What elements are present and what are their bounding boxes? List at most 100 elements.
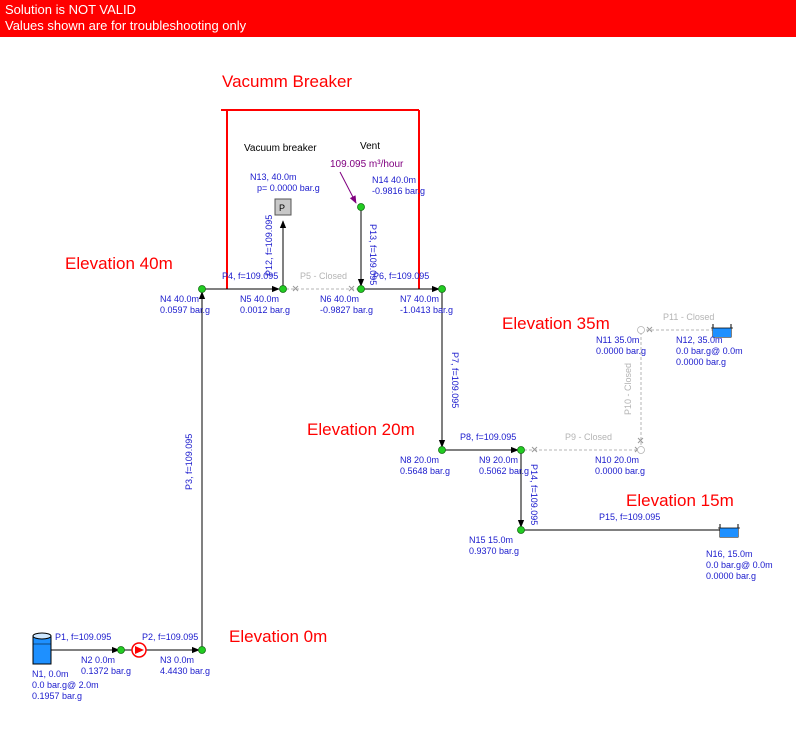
pipe-label-p2: P2, f=109.095 bbox=[142, 632, 198, 642]
svg-text:-0.9816 bar.g: -0.9816 bar.g bbox=[372, 186, 425, 196]
pump-icon[interactable] bbox=[131, 642, 147, 658]
node-label-n10: N10 20.0m 0.0000 bar.g bbox=[595, 455, 645, 476]
svg-text:N14 40.0m: N14 40.0m bbox=[372, 175, 416, 185]
svg-text:N7 40.0m: N7 40.0m bbox=[400, 294, 439, 304]
node-n11[interactable] bbox=[637, 326, 645, 334]
node-n10[interactable] bbox=[637, 446, 645, 454]
node-label-n14: N14 40.0m -0.9816 bar.g bbox=[372, 175, 425, 196]
svg-text:0.0012 bar.g: 0.0012 bar.g bbox=[240, 305, 290, 315]
svg-text:N13, 40.0m: N13, 40.0m bbox=[250, 172, 297, 182]
svg-text:0.9370 bar.g: 0.9370 bar.g bbox=[469, 546, 519, 556]
node-n4[interactable] bbox=[198, 285, 206, 293]
svg-text:N5 40.0m: N5 40.0m bbox=[240, 294, 279, 304]
node-label-n13: N13, 40.0m p= 0.0000 bar.g bbox=[250, 172, 320, 193]
svg-text:N10 20.0m: N10 20.0m bbox=[595, 455, 639, 465]
svg-text:-1.0413 bar.g: -1.0413 bar.g bbox=[400, 305, 453, 315]
error-banner: Solution is NOT VALID Values shown are f… bbox=[0, 0, 796, 37]
pipe-label-p7: P7, f=109.095 bbox=[450, 352, 460, 408]
pipe-label-p4: P4, f=109.095 bbox=[222, 271, 278, 281]
vacuum-breaker-label: Vacuum breaker bbox=[244, 143, 317, 154]
node-n6[interactable] bbox=[357, 285, 365, 293]
svg-text:0.0 bar.g@ 2.0m: 0.0 bar.g@ 2.0m bbox=[32, 680, 99, 690]
elevation-15-label: Elevation 15m bbox=[626, 491, 734, 510]
elevation-40-label: Elevation 40m bbox=[65, 254, 173, 273]
vacuum-breaker-box bbox=[221, 109, 420, 289]
elevation-0-label: Elevation 0m bbox=[229, 627, 327, 646]
pipe-label-p6: P6, f=109.095 bbox=[373, 271, 429, 281]
pipe-label-p5: P5 - Closed bbox=[300, 271, 347, 281]
svg-text:N1, 0.0m: N1, 0.0m bbox=[32, 669, 69, 679]
node-n3[interactable] bbox=[198, 646, 206, 654]
svg-text:0.0000 bar.g: 0.0000 bar.g bbox=[596, 346, 646, 356]
svg-text:N11 35.0m: N11 35.0m bbox=[596, 335, 639, 345]
svg-text:N6 40.0m: N6 40.0m bbox=[320, 294, 359, 304]
node-n8[interactable] bbox=[438, 446, 446, 454]
elevation-35-label: Elevation 35m bbox=[502, 314, 610, 333]
pipe-label-p14: P14, f=109.095 bbox=[529, 464, 539, 525]
tank-icon-n12[interactable] bbox=[711, 324, 733, 338]
pipe-label-p12: P12, f=109.095 bbox=[264, 215, 274, 276]
pipe-label-p13: P13, f=109.095 bbox=[368, 224, 378, 285]
closed-marker-p9a bbox=[531, 446, 538, 453]
pipe-label-p15: P15, f=109.095 bbox=[599, 512, 660, 522]
svg-text:N12, 35.0m: N12, 35.0m bbox=[676, 335, 723, 345]
node-label-n11: N11 35.0m 0.0000 bar.g bbox=[596, 335, 646, 356]
closed-marker-p5b bbox=[348, 285, 355, 292]
flow-note-arrow bbox=[339, 171, 357, 204]
svg-text:0.1957 bar.g: 0.1957 bar.g bbox=[32, 691, 82, 701]
node-n15[interactable] bbox=[517, 526, 525, 534]
vacuum-breaker-title: Vacumm Breaker bbox=[222, 72, 352, 91]
svg-text:0.0000 bar.g: 0.0000 bar.g bbox=[595, 466, 645, 476]
node-n2[interactable] bbox=[117, 646, 125, 654]
svg-text:0.0597 bar.g: 0.0597 bar.g bbox=[160, 305, 210, 315]
svg-text:0.5648 bar.g: 0.5648 bar.g bbox=[400, 466, 450, 476]
svg-text:N3 0.0m: N3 0.0m bbox=[160, 655, 194, 665]
svg-text:4.4430 bar.g: 4.4430 bar.g bbox=[160, 666, 210, 676]
elevation-20-label: Elevation 20m bbox=[307, 420, 415, 439]
node-label-n4: N4 40.0m 0.0597 bar.g bbox=[160, 294, 210, 315]
node-label-n16: N16, 15.0m 0.0 bar.g@ 0.0m 0.0000 bar.g bbox=[706, 549, 773, 581]
node-label-n9: N9 20.0m 0.5062 bar.g bbox=[479, 455, 529, 476]
svg-text:N9 20.0m: N9 20.0m bbox=[479, 455, 518, 465]
svg-text:-0.9827 bar.g: -0.9827 bar.g bbox=[320, 305, 373, 315]
banner-line-1: Solution is NOT VALID bbox=[5, 2, 137, 17]
node-n5[interactable] bbox=[279, 285, 287, 293]
closed-marker-p11a bbox=[646, 326, 653, 333]
node-label-n5: N5 40.0m 0.0012 bar.g bbox=[240, 294, 290, 315]
svg-text:0.5062 bar.g: 0.5062 bar.g bbox=[479, 466, 529, 476]
node-n14[interactable] bbox=[357, 203, 365, 211]
tank-icon-n16[interactable] bbox=[718, 524, 740, 538]
svg-text:N16, 15.0m: N16, 15.0m bbox=[706, 549, 753, 559]
node-label-n7: N7 40.0m -1.0413 bar.g bbox=[400, 294, 453, 315]
node-n9[interactable] bbox=[517, 446, 525, 454]
closed-marker-p10a bbox=[637, 437, 644, 444]
svg-text:p= 0.0000 bar.g: p= 0.0000 bar.g bbox=[257, 183, 320, 193]
svg-text:0.0000 bar.g: 0.0000 bar.g bbox=[676, 357, 726, 367]
tank-icon-n1[interactable] bbox=[32, 632, 52, 665]
svg-text:N4 40.0m: N4 40.0m bbox=[160, 294, 199, 304]
svg-text:N2 0.0m: N2 0.0m bbox=[81, 655, 115, 665]
svg-text:N15 15.0m: N15 15.0m bbox=[469, 535, 513, 545]
pipe-label-p9: P9 - Closed bbox=[565, 432, 612, 442]
svg-text:P: P bbox=[279, 203, 285, 213]
svg-text:N8 20.0m: N8 20.0m bbox=[400, 455, 439, 465]
svg-text:0.0 bar.g@ 0.0m: 0.0 bar.g@ 0.0m bbox=[676, 346, 743, 356]
pipe-label-p3: P3, f=109.095 bbox=[184, 434, 194, 490]
pipe-label-p11: P11 - Closed bbox=[663, 312, 714, 322]
pipe-label-p1: P1, f=109.095 bbox=[55, 632, 111, 642]
svg-text:0.0000 bar.g: 0.0000 bar.g bbox=[706, 571, 756, 581]
svg-text:0.0 bar.g@ 0.0m: 0.0 bar.g@ 0.0m bbox=[706, 560, 773, 570]
node-label-n3: N3 0.0m 4.4430 bar.g bbox=[160, 655, 210, 676]
flow-note: 109.095 m³/hour bbox=[330, 159, 404, 170]
node-n7[interactable] bbox=[438, 285, 446, 293]
banner-line-2: Values shown are for troubleshooting onl… bbox=[5, 18, 247, 33]
node-label-n15: N15 15.0m 0.9370 bar.g bbox=[469, 535, 519, 556]
node-label-n6: N6 40.0m -0.9827 bar.g bbox=[320, 294, 373, 315]
node-label-n2: N2 0.0m 0.1372 bar.g bbox=[81, 655, 131, 676]
pipe-label-p8: P8, f=109.095 bbox=[460, 432, 516, 442]
node-label-n12: N12, 35.0m 0.0 bar.g@ 0.0m 0.0000 bar.g bbox=[676, 335, 743, 367]
node-label-n1: N1, 0.0m 0.0 bar.g@ 2.0m 0.1957 bar.g bbox=[32, 669, 99, 701]
closed-marker-p5a bbox=[292, 285, 299, 292]
node-label-n8: N8 20.0m 0.5648 bar.g bbox=[400, 455, 450, 476]
pressure-box-icon[interactable]: P bbox=[274, 198, 292, 216]
